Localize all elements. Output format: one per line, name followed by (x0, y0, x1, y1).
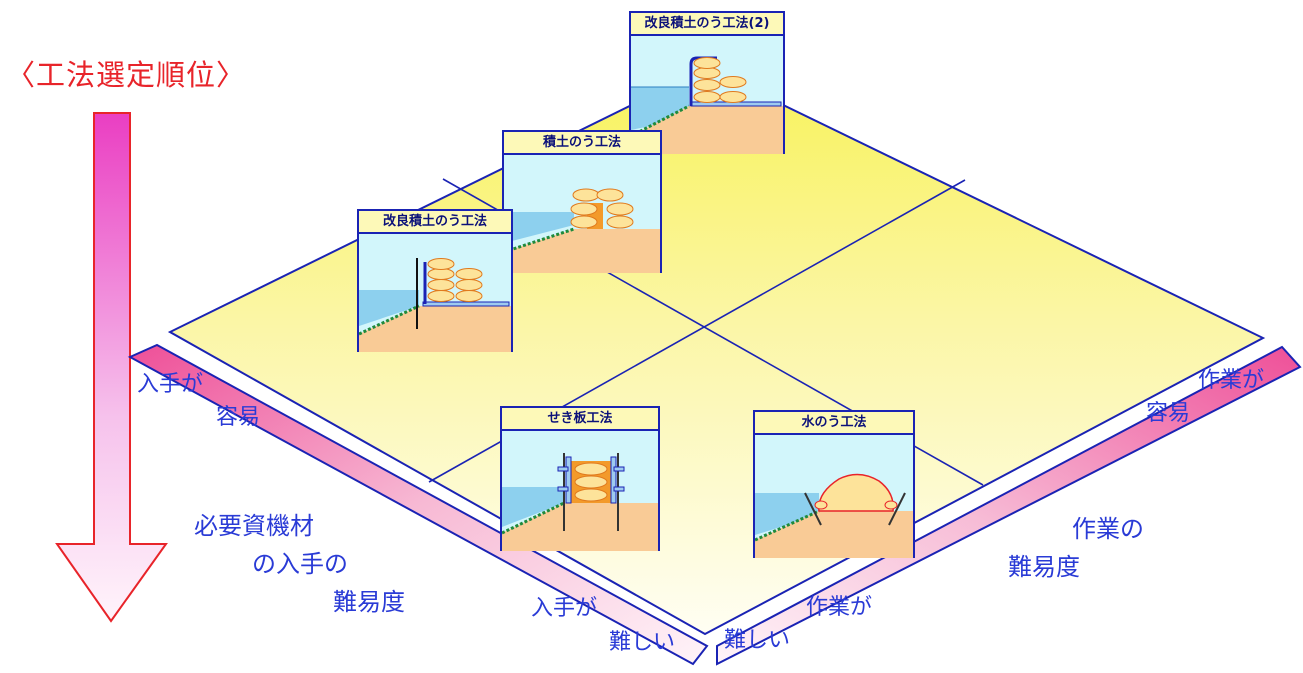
ranking-title: 〈工法選定順位〉 (6, 58, 247, 92)
materials-axis-title-3: 難易度 (333, 588, 405, 616)
ranking-arrow (55, 112, 168, 623)
method-illustration (504, 155, 660, 273)
materials-easy-label-1: 入手が (137, 372, 204, 397)
work-hard-label-2: 難しい (724, 628, 791, 653)
method-label: 改良積土のう工法(2) (631, 13, 783, 36)
method-illustration (755, 435, 913, 558)
materials-hard-label-1: 入手が (531, 596, 598, 621)
materials-axis-title-1: 必要資機材 (194, 512, 314, 540)
method-card-sheeting-board: せき板工法 (500, 406, 660, 551)
work-hard-label-1: 作業が (806, 595, 873, 620)
materials-easy-label-2: 容易 (216, 405, 261, 430)
materials-hard-label-2: 難しい (609, 630, 676, 655)
method-label: せき板工法 (502, 408, 658, 431)
materials-axis-title-2: の入手の (252, 550, 348, 578)
work-axis-title-1: 作業の (1072, 515, 1144, 543)
work-easy-label-1: 作業が (1198, 368, 1265, 393)
method-card-water-bag: 水のう工法 (753, 410, 915, 558)
method-label: 水のう工法 (755, 412, 913, 435)
method-card-stacked-sandbag: 積土のう工法 (502, 130, 662, 273)
method-label: 改良積土のう工法 (359, 211, 511, 234)
materials-difficulty-band (127, 343, 709, 666)
method-illustration (502, 431, 658, 551)
work-axis-title-2: 難易度 (1008, 553, 1080, 581)
work-easy-label-2: 容易 (1146, 401, 1191, 426)
method-card-improved-stacked-sandbag: 改良積土のう工法 (357, 209, 513, 352)
method-label: 積土のう工法 (504, 132, 660, 155)
work-difficulty-band (716, 345, 1302, 666)
method-illustration (359, 234, 511, 352)
